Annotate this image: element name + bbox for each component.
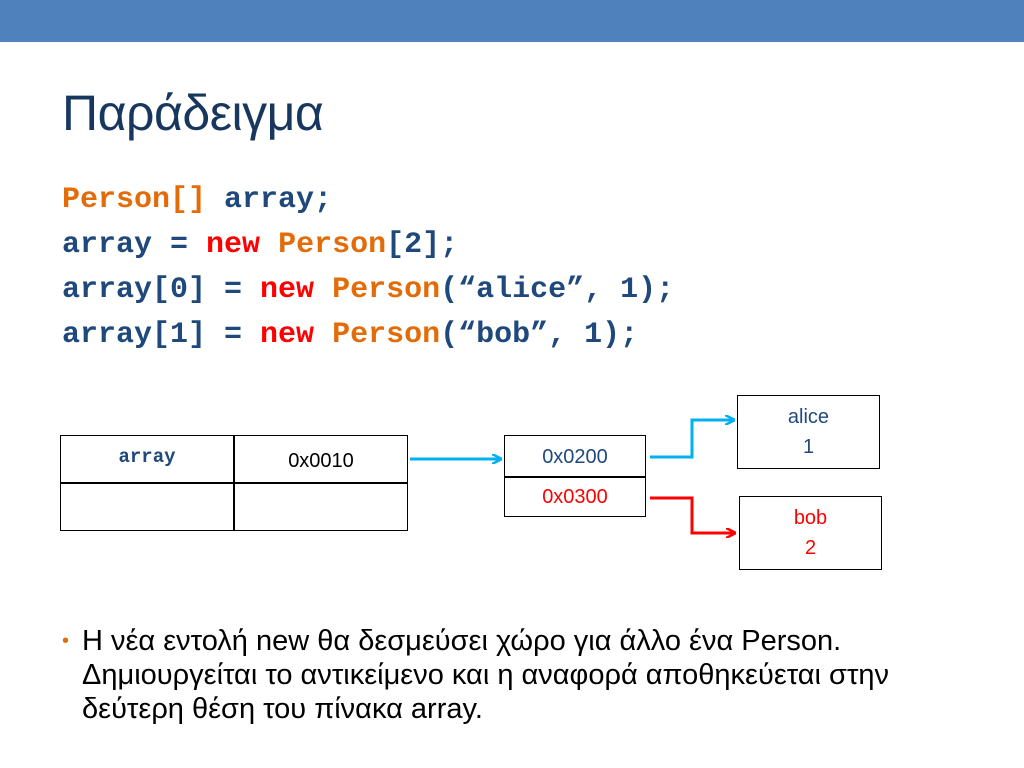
arrow-to-alice	[650, 420, 733, 459]
code-token: new	[260, 273, 315, 307]
code-block: Person[] array;array = new Person[2];arr…	[62, 178, 674, 358]
code-token: (“alice”, 1);	[440, 273, 675, 307]
object-alice	[737, 395, 880, 469]
code-token: array[0] =	[62, 273, 261, 307]
heap-array-divider	[504, 476, 646, 478]
bullet-text: Η νέα εντολή new θα δεσμεύσει χώρο για ά…	[82, 625, 890, 725]
slide-title: Παράδειγμα	[62, 85, 324, 141]
code-token: array =	[62, 228, 207, 262]
code-line-2: array[0] = new Person(“alice”, 1);	[62, 268, 674, 313]
code-token: Person	[332, 273, 441, 307]
code-token: array;	[206, 183, 333, 217]
bullet-item: • Η νέα εντολή new θα δεσμεύσει χώρο για…	[62, 624, 962, 726]
alice-name: alice	[787, 406, 830, 428]
code-token: (“bob”, 1);	[440, 318, 639, 352]
top-bar	[0, 0, 1024, 42]
alice-value: 1	[802, 436, 815, 458]
code-token: array[1] =	[62, 318, 261, 352]
bob-value: 2	[804, 537, 817, 559]
code-token: Person	[332, 318, 441, 352]
code-line-3: array[1] = new Person(“bob”, 1);	[62, 313, 674, 358]
arrow-to-bob	[650, 496, 734, 533]
code-token: [2];	[386, 228, 459, 262]
code-token: Person[]	[62, 183, 207, 217]
code-token: new	[260, 318, 315, 352]
code-token: Person	[278, 228, 387, 262]
stack-var-label: array	[118, 446, 176, 468]
code-line-1: array = new Person[2];	[62, 223, 674, 268]
code-token: new	[206, 228, 261, 262]
stack-var-value: 0x0010	[288, 450, 354, 472]
array-cell-0: 0x0200	[542, 446, 608, 468]
bob-name: bob	[793, 507, 828, 529]
bullet-dot-icon: •	[62, 630, 70, 652]
array-cell-1: 0x0300	[542, 486, 608, 508]
object-bob	[739, 496, 882, 570]
code-line-0: Person[] array;	[62, 178, 674, 223]
stack-divider-h	[60, 482, 408, 484]
